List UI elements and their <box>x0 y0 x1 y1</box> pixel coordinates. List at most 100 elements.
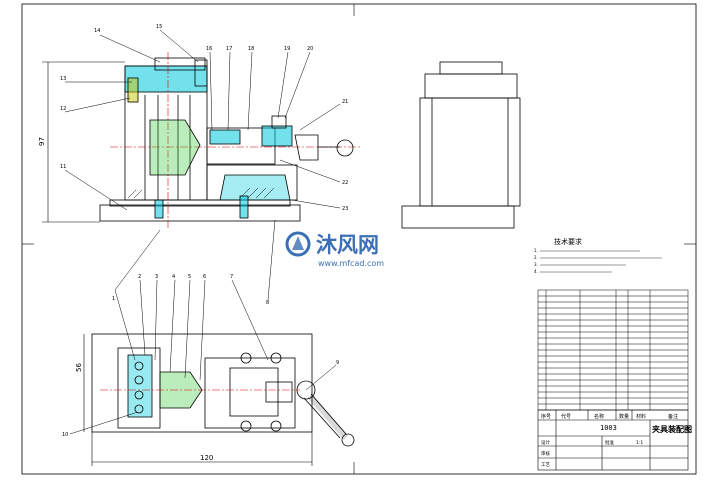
plan-handle-knob <box>341 433 355 447</box>
support-wedge <box>219 174 291 201</box>
sign-label-process: 工艺 <box>541 462 550 468</box>
balloon-4: 4 <box>172 274 175 280</box>
tech-line-3: 3. <box>534 262 538 267</box>
section-hatch <box>127 187 275 199</box>
side-clamp-jaw <box>209 129 241 145</box>
plan-handle-shadow <box>307 394 349 440</box>
handle-knob <box>336 139 354 157</box>
header-label-material: 材料 <box>636 413 646 420</box>
watermark: 沐风网 www.mfcad.com <box>285 231 384 268</box>
clamp-nut <box>261 125 293 147</box>
watermark-url: www.mfcad.com <box>318 259 384 268</box>
header-label-remark: 备注 <box>668 413 678 420</box>
plan-screw-3 <box>240 420 252 432</box>
base-plate <box>99 204 301 222</box>
clamp-stud <box>271 115 287 129</box>
tech-line-1: 1. <box>534 248 538 253</box>
side-base <box>401 205 515 229</box>
balloon-1: 1 <box>112 296 115 302</box>
plan-bolt-1 <box>134 361 144 371</box>
plan-balloons: 1 2 3 4 5 6 7 8 9 10 <box>62 274 339 438</box>
balloon-14: 14 <box>94 28 100 34</box>
sign-label-design: 设计 <box>541 439 550 446</box>
front-balloons: 14 15 16 17 18 19 20 13 12 11 21 22 23 <box>60 24 348 212</box>
plan-handle-edge-1 <box>310 393 347 435</box>
mfcad-logo-icon <box>285 231 311 257</box>
plan-clamp-nut <box>265 381 293 403</box>
tech-line-4: 4. <box>534 269 538 274</box>
plan-leaders <box>69 219 337 435</box>
plan-base <box>91 333 313 433</box>
front-height-dimension <box>42 61 125 223</box>
workpiece-section <box>149 119 201 176</box>
top-cap <box>154 57 206 71</box>
plan-height-text: 56 <box>75 363 83 372</box>
plan-handle-edge-2 <box>303 397 341 439</box>
v-block <box>294 134 319 161</box>
tech-line-2: 2. <box>534 255 538 260</box>
front-view <box>99 52 360 228</box>
base-bolt-right <box>239 195 249 219</box>
balloon-16: 16 <box>206 46 212 52</box>
plan-dimensions <box>83 334 313 466</box>
drawing-title: 夹具装配图 <box>652 424 692 434</box>
side-head <box>424 73 518 99</box>
balloon-15: 15 <box>156 24 162 30</box>
sign-label-review: 审核 <box>541 450 550 457</box>
balloon-7: 7 <box>230 274 233 280</box>
header-label-code: 代号 <box>561 413 571 420</box>
tech-requirements: 技术要求 1. 2. 3. 4. <box>534 237 662 274</box>
title-block-text: 序号 代号 名称 数量 材料 备注 设计 审核 工艺 批准 1:1 夹具装配图 … <box>541 413 692 468</box>
balloon-21: 21 <box>342 99 348 105</box>
balloon-10: 10 <box>62 432 68 438</box>
balloon-8: 8 <box>266 300 269 306</box>
sheet-border <box>21 3 697 475</box>
base-bolt-left <box>154 199 164 219</box>
header-label-qty: 数量 <box>619 413 629 420</box>
balloon-20: 20 <box>307 46 313 52</box>
balloon-2: 2 <box>138 274 141 280</box>
plan-clamp-frame <box>204 357 296 429</box>
side-cap <box>439 61 503 75</box>
drawing-number: 1003 <box>600 424 617 432</box>
tech-text-strokes <box>540 250 662 273</box>
balloon-18: 18 <box>248 46 254 52</box>
sign-label-approve: 批准 <box>605 439 614 446</box>
balloon-12: 12 <box>60 106 66 112</box>
title-block <box>537 409 689 471</box>
balloon-17: 17 <box>226 46 232 52</box>
watermark-brand: 沐风网 <box>316 233 379 257</box>
balloon-13: 13 <box>60 76 66 82</box>
balloon-3: 3 <box>155 274 158 280</box>
plan-bolt-3 <box>134 390 144 400</box>
balloon-19: 19 <box>284 46 290 52</box>
title-block-frame <box>537 409 689 471</box>
header-label-name: 名称 <box>594 413 604 420</box>
locating-pin <box>127 77 139 103</box>
balloon-23: 23 <box>342 206 348 212</box>
side-column <box>419 97 521 207</box>
front-leaders <box>64 29 341 211</box>
tech-title: 技术要求 <box>554 237 582 246</box>
top-bolt <box>194 59 208 87</box>
plan-clamp-block <box>127 354 153 418</box>
plan-width-text: 120 <box>200 454 213 462</box>
header-label-no: 序号 <box>541 413 551 420</box>
balloon-22: 22 <box>342 180 348 186</box>
balloon-9: 9 <box>336 360 339 366</box>
plan-bolt-4 <box>134 404 144 414</box>
plan-slide <box>229 367 279 417</box>
balloon-6: 6 <box>203 274 206 280</box>
title-scale: 1:1 <box>636 440 643 446</box>
plan-screw-2 <box>270 352 282 364</box>
plan-bolt-2 <box>134 375 144 385</box>
plan-view <box>91 333 355 447</box>
plan-screw-4 <box>270 420 282 432</box>
balloon-11: 11 <box>60 164 66 170</box>
balloon-5: 5 <box>188 274 191 280</box>
plan-screw-1 <box>240 352 252 364</box>
parts-list <box>537 289 689 411</box>
front-height-text: 97 <box>38 137 46 146</box>
side-view <box>401 61 521 229</box>
